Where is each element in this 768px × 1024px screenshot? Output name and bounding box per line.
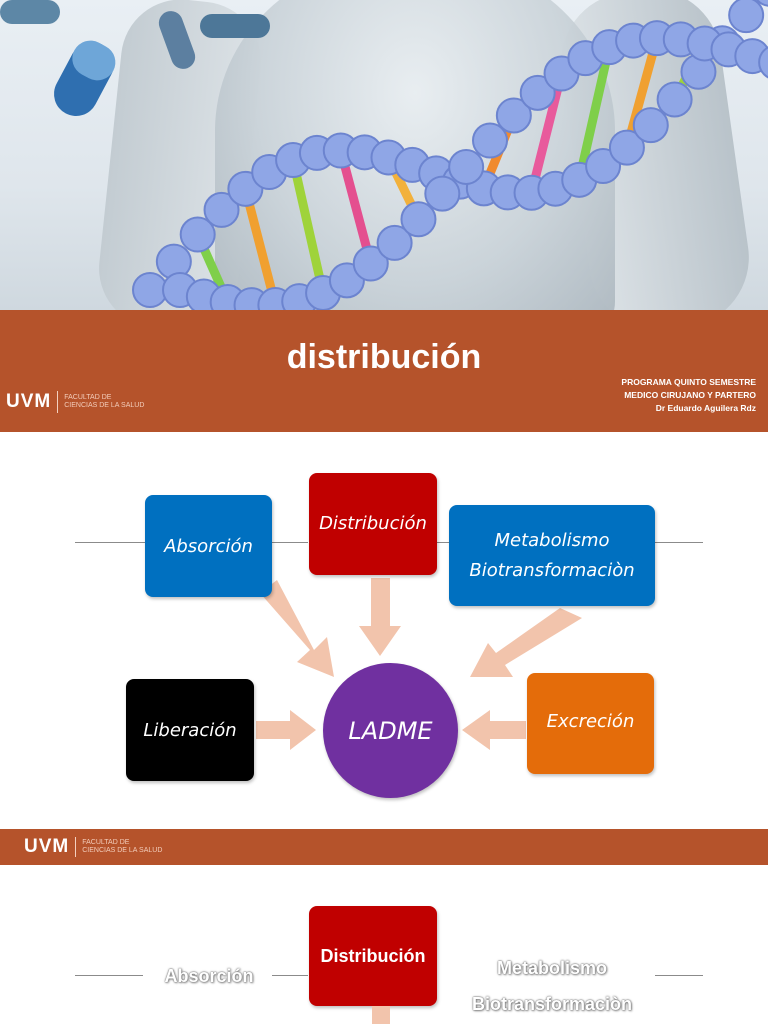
metabolismo-box: Metabolismo Biotransformaciòn <box>449 505 655 606</box>
absorcion-box: Absorción <box>145 495 272 597</box>
dna-bead <box>755 0 768 7</box>
arrow-absorcion <box>260 580 334 677</box>
dna-rung <box>527 69 567 198</box>
dna-bead <box>424 175 461 212</box>
credits-line: MEDICO CIRUJANO Y PARTERO <box>624 390 756 400</box>
excrecion-box: Excreción <box>527 673 654 774</box>
hero-image <box>0 0 768 310</box>
dna-rung <box>622 33 662 153</box>
dna-bead <box>585 148 622 185</box>
arrow-distribucion <box>359 578 401 656</box>
dna-bead <box>132 272 168 308</box>
logo-subtitle-line: CIENCIAS DE LA SALUD <box>64 402 145 409</box>
dna-bead <box>376 224 413 261</box>
ladme-circle: LADME <box>323 663 458 798</box>
dna-helix-image <box>0 0 768 310</box>
divider-line <box>75 975 143 976</box>
biotransformacion-faded-label: Biotransformaciòn <box>471 994 633 1014</box>
distribucion-box: Distribución <box>309 473 437 575</box>
excrecion-label: Excreción <box>546 711 635 732</box>
dna-bead <box>632 107 669 144</box>
dna-bead <box>203 191 240 228</box>
dna-bead <box>728 0 765 34</box>
distribucion-label: Distribución <box>319 513 427 534</box>
slide-title: distribución <box>286 338 482 376</box>
footer-band: UVM FACULTAD DE CIENCIAS DE LA SALUD <box>0 829 768 865</box>
dna-bead <box>758 46 768 79</box>
dna-bead <box>472 122 508 159</box>
liberacion-label: Liberación <box>143 719 237 741</box>
logo-subtitle-line: CIENCIAS DE LA SALUD <box>82 847 163 854</box>
credits-line: Dr Eduardo Aguilera Rdz <box>655 403 756 413</box>
dna-rung <box>336 146 376 269</box>
divider-line <box>437 542 449 543</box>
credits-line: PROGRAMA QUINTO SEMESTRE <box>621 377 756 387</box>
title-band: distribución UVM FACULTAD DE CIENCIAS DE… <box>0 310 768 432</box>
divider-line <box>272 542 308 543</box>
dna-bead <box>519 74 556 111</box>
divider-line <box>75 542 145 543</box>
uvm-logo: UVM FACULTAD DE CIENCIAS DE LA SALUD <box>24 836 162 858</box>
absorcion-faded-label: Absorción <box>164 966 254 986</box>
arrow-excrecion <box>462 710 526 750</box>
dna-rung <box>240 184 280 310</box>
dna-bead <box>400 201 437 238</box>
ladme-label: LADME <box>348 716 433 745</box>
dna-bead <box>608 129 645 166</box>
dna-bead <box>352 245 389 282</box>
absorcion-label: Absorción <box>164 535 253 557</box>
arrow-distribucion-slide2 <box>372 1006 390 1024</box>
distribucion-box-slide2: Distribución <box>309 906 437 1006</box>
liberacion-box: Liberación <box>126 679 254 781</box>
dna-bead <box>448 148 485 185</box>
dna-bead <box>179 216 216 253</box>
uvm-logo-text: UVM <box>6 391 52 412</box>
dna-bead <box>495 97 532 134</box>
uvm-logo: UVM FACULTAD DE CIENCIAS DE LA SALUD <box>6 391 144 413</box>
course-credits: PROGRAMA QUINTO SEMESTRE MEDICO CIRUJANO… <box>621 376 756 415</box>
dna-rung <box>574 42 614 185</box>
capsule-image <box>0 0 270 117</box>
dna-rung <box>288 155 328 298</box>
divider-line <box>655 542 703 543</box>
distribucion-label: Distribución <box>320 946 426 966</box>
uvm-logo-text: UVM <box>24 836 70 857</box>
diagram-arrows <box>256 578 582 750</box>
logo-subtitle-line: FACULTAD DE <box>64 394 112 401</box>
arrow-metabolismo <box>470 608 582 677</box>
metabolismo-label: Metabolismo <box>494 529 610 551</box>
logo-subtitle-line: FACULTAD DE <box>82 839 130 846</box>
dna-bead <box>656 81 693 118</box>
biotransformacion-label: Biotransformaciòn <box>469 559 635 581</box>
divider-line <box>655 975 703 976</box>
logo-divider <box>57 391 59 413</box>
logo-divider <box>75 837 77 857</box>
arrow-liberacion <box>256 710 316 750</box>
metabolismo-faded-label: Metabolismo <box>496 958 607 978</box>
divider-line <box>272 975 308 976</box>
